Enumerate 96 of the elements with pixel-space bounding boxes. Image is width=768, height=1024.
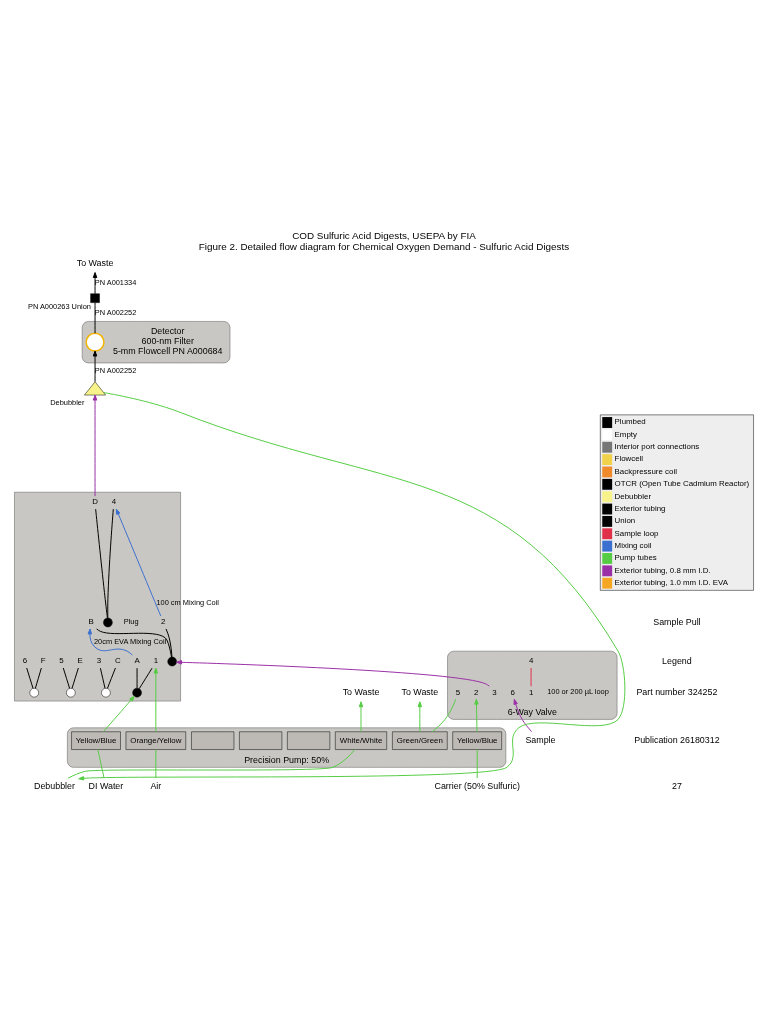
label: Part number 324252: [636, 686, 718, 697]
node-box: [90, 293, 100, 303]
legend-label: Mixing coil: [614, 540, 652, 550]
caption: Figure 2. Detailed flow diagram for Chemical Oxygen Demand - Sulfuric Acid Digests: [198, 240, 570, 252]
arrow: [87, 628, 133, 656]
label: Legend: [662, 655, 692, 666]
legend-label: Debubbler: [614, 491, 652, 501]
node-box: Orange/Yellow: [125, 731, 186, 750]
legend-label: Plumbed: [614, 416, 646, 426]
connector: [97, 748, 105, 779]
legend-label: Union: [614, 515, 636, 525]
node-text: 4: [528, 655, 534, 665]
node-circle: [167, 656, 177, 666]
node-circle: [132, 687, 142, 697]
arrow: [176, 659, 490, 687]
node-box: Green/Green: [392, 731, 448, 750]
node-text: 1: [528, 687, 534, 697]
node-text: D: [92, 496, 98, 506]
connector: [99, 667, 106, 689]
node-text: 2: [161, 616, 166, 626]
node-box: [191, 731, 235, 750]
connector: [138, 667, 153, 689]
node-text: C: [114, 655, 121, 665]
arrow: [92, 271, 98, 294]
connector: [96, 627, 172, 657]
node-text: Sample: [525, 734, 556, 745]
node-circle: [103, 617, 113, 627]
arrow: [103, 695, 135, 732]
arrow: [92, 394, 98, 497]
label: 27: [671, 780, 682, 791]
legend-label: Interior port connections: [614, 441, 700, 451]
legend-label: Backpressure coil: [614, 466, 677, 476]
legend-label: Exterior tubing: [614, 503, 666, 513]
connector: [71, 667, 79, 689]
connector: [26, 667, 34, 689]
node-text: E: [77, 655, 83, 665]
node-text: To Waste: [76, 257, 114, 268]
legend-label: Exterior tubing, 1.0 mm I.D. EVA: [614, 577, 729, 587]
node-text: Carrier (50% Sulfuric): [434, 780, 520, 791]
node-circle: [101, 687, 111, 697]
arrow: [115, 508, 162, 616]
diagram-title: COD Sulfuric Acid Digests, USEPA by FIA: [292, 229, 476, 241]
node-circle: [66, 687, 76, 697]
arrow: [358, 700, 364, 732]
node-text: To Waste: [342, 686, 380, 697]
node-circle: [29, 687, 39, 697]
legend-label: OTCR (Open Tube Cadmium Reactor): [614, 478, 750, 488]
node-box: Yellow/Blue: [71, 731, 121, 750]
node-text: 5: [455, 687, 461, 697]
node-text: F: [40, 655, 46, 665]
node-text: Air: [150, 780, 162, 791]
connector: [34, 667, 42, 689]
node-text: 6: [22, 655, 28, 665]
connector: [136, 667, 138, 689]
connector: [530, 667, 532, 687]
connector: [67, 748, 356, 779]
arrow: [78, 391, 626, 780]
connector: [155, 748, 157, 779]
node-box: Yellow/Blue: [452, 731, 502, 750]
cluster: Detector 600-nm Filter 5-mm Flowcell PN A000684: [81, 320, 231, 363]
arrow: [92, 350, 98, 382]
node-text: To Waste: [401, 686, 439, 697]
arrow: [513, 698, 533, 732]
node-text: 5: [59, 655, 64, 665]
legend-label: Pump tubes: [614, 552, 657, 562]
node-circle: [85, 332, 105, 352]
arrow: [153, 667, 159, 732]
node-text: 3: [492, 687, 497, 697]
legend-label: Sample loop: [614, 528, 659, 538]
legend-label: Flowcell: [614, 453, 644, 463]
node-text: 4: [111, 496, 117, 506]
node-box: White/White: [335, 731, 387, 750]
connector: [62, 667, 71, 689]
node-box: [287, 731, 331, 750]
node-box: [239, 731, 283, 750]
node-text: 2: [474, 687, 479, 697]
label: Publication 26180312: [634, 734, 720, 745]
arrow: [474, 698, 479, 732]
connector: [106, 667, 116, 689]
label: Sample Pull: [653, 616, 701, 627]
legend-label: Exterior tubing, 0.8 mm I.D.: [614, 565, 711, 575]
node-text: B: [88, 616, 94, 626]
node-text: 1: [153, 655, 159, 665]
legend-label: Empty: [614, 429, 637, 439]
node-text: 6: [510, 687, 515, 697]
connector: [476, 748, 478, 779]
arrow: [417, 700, 423, 732]
node-text: Debubbler: [34, 780, 75, 791]
connector: [94, 301, 96, 334]
connector: [165, 627, 173, 658]
connector: [431, 698, 457, 732]
connector: [95, 508, 108, 618]
node-text: 3: [96, 655, 102, 665]
node-text: DI Water: [88, 780, 124, 791]
node-text: A: [134, 655, 140, 665]
node-triangle: [84, 381, 106, 395]
